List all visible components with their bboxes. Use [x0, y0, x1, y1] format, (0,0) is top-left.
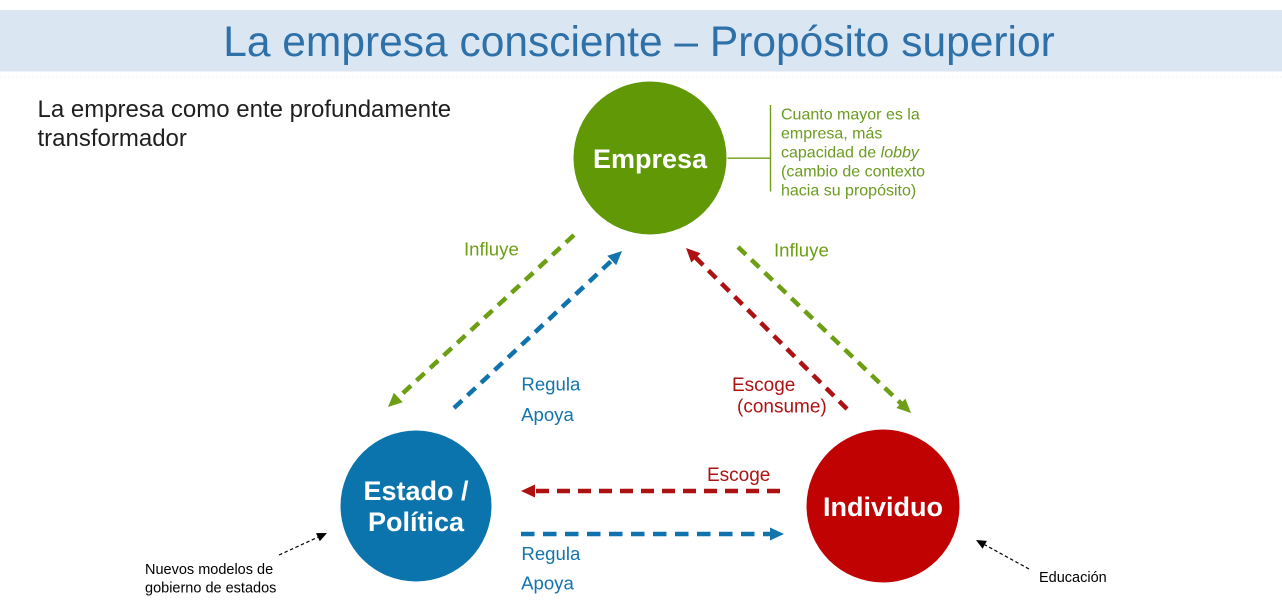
svg-text:Escoge: Escoge	[732, 375, 795, 396]
svg-text:(cambio de contexto: (cambio de contexto	[781, 164, 925, 181]
svg-text:Estado /: Estado /	[363, 476, 469, 506]
svg-text:La empresa como ente profundam: La empresa como ente profundamente	[38, 96, 452, 123]
svg-text:Regula: Regula	[521, 543, 581, 564]
svg-text:hacia su propósito): hacia su propósito)	[781, 183, 916, 200]
svg-text:Apoya: Apoya	[521, 573, 574, 594]
svg-text:Educación: Educación	[1039, 570, 1107, 586]
svg-text:Individuo: Individuo	[823, 492, 943, 522]
svg-text:Influye: Influye	[774, 240, 829, 261]
svg-text:gobierno de estados: gobierno de estados	[145, 581, 276, 597]
svg-text:transformador: transformador	[38, 125, 187, 152]
svg-text:La empresa consciente – Propós: La empresa consciente – Propósito superi…	[223, 19, 1055, 66]
svg-text:empresa, más: empresa, más	[781, 126, 882, 143]
svg-text:(consume): (consume)	[737, 397, 827, 418]
svg-text:Apoya: Apoya	[521, 404, 574, 425]
svg-text:Política: Política	[368, 507, 465, 537]
svg-text:Cuanto mayor es la: Cuanto mayor es la	[781, 107, 920, 124]
svg-text:Empresa: Empresa	[593, 144, 708, 174]
svg-text:Nuevos modelos de: Nuevos modelos de	[145, 562, 273, 578]
svg-text:Influye: Influye	[464, 239, 519, 260]
svg-text:Escoge: Escoge	[707, 465, 770, 486]
svg-text:Regula: Regula	[521, 373, 581, 394]
svg-text:capacidad de lobby: capacidad de lobby	[781, 145, 920, 162]
